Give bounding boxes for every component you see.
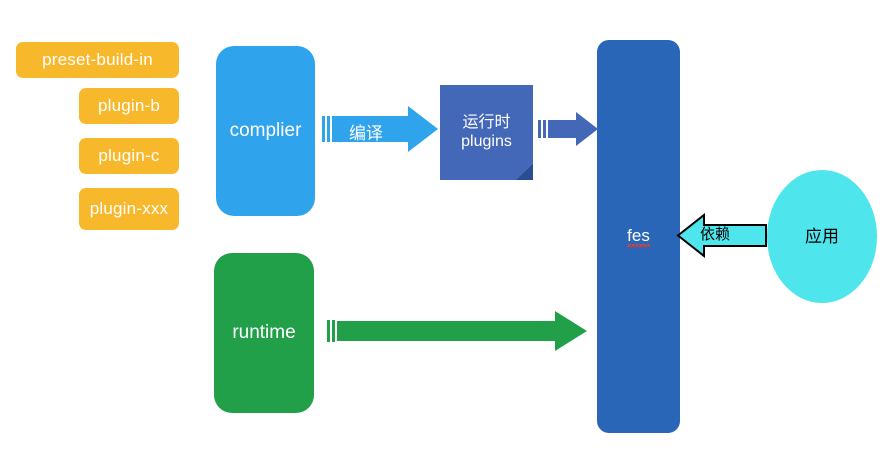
plugin-chip-label: plugin-b bbox=[97, 96, 161, 116]
node-fes[interactable]: fes bbox=[597, 40, 680, 433]
edge-arrow-plugins-to-fes bbox=[538, 112, 598, 146]
node-complier-label: complier bbox=[229, 120, 302, 142]
edge-arrow-compile bbox=[322, 106, 438, 152]
edge-arrow-depend bbox=[676, 213, 767, 258]
node-application-label: 应用 bbox=[805, 226, 839, 246]
node-runtime-plugins[interactable]: 运行时 plugins bbox=[440, 85, 533, 180]
node-complier[interactable]: complier bbox=[216, 46, 315, 216]
node-runtime-plugins-line1: 运行时 bbox=[462, 114, 511, 132]
plugin-chip-plugin-b[interactable]: plugin-b bbox=[79, 88, 179, 124]
node-application[interactable]: 应用 bbox=[767, 170, 877, 303]
node-runtime[interactable]: runtime bbox=[214, 253, 314, 413]
node-runtime-plugins-line2: plugins bbox=[461, 132, 512, 150]
plugin-chip-preset-build-in[interactable]: preset-build-in bbox=[16, 42, 179, 78]
edge-arrow-runtime-to-fes bbox=[327, 311, 587, 351]
node-runtime-label: runtime bbox=[232, 322, 296, 344]
plugin-chip-label: preset-build-in bbox=[42, 50, 153, 70]
plugin-chip-label: plugin-xxx bbox=[89, 199, 169, 219]
plugin-chip-plugin-xxx[interactable]: plugin-xxx bbox=[79, 188, 179, 230]
plugin-chip-label: plugin-c bbox=[98, 146, 160, 166]
node-fes-label: fes bbox=[627, 225, 650, 248]
plugin-chip-plugin-c[interactable]: plugin-c bbox=[79, 138, 179, 174]
